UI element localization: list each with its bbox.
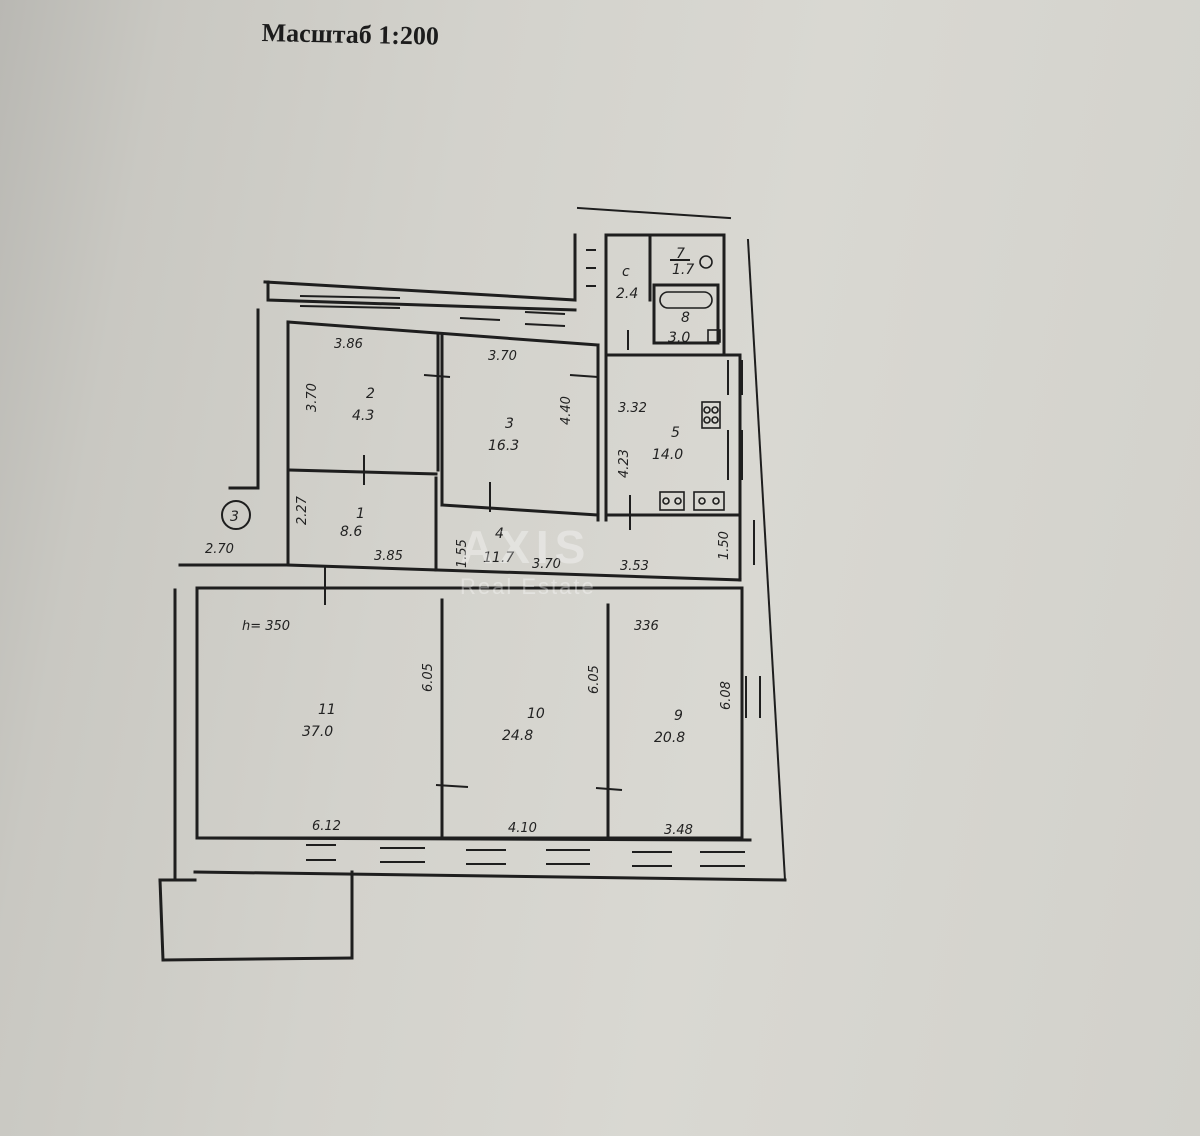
dimension: 3.70 — [532, 557, 561, 572]
stove-icon — [701, 401, 721, 429]
room-area: 20.8 — [654, 730, 685, 746]
room-number: с — [622, 264, 630, 280]
room-area: 14.0 — [652, 447, 683, 463]
door-marks — [324, 259, 690, 791]
dimension: 4.40 — [559, 396, 574, 425]
room-labels: 2 4.3 3 16.3 1 8.6 4 11.7 5 14.0 с 2.4 7… — [302, 246, 694, 746]
toilet-icon — [699, 255, 713, 269]
windows — [299, 249, 761, 867]
dimension: 2.27 — [295, 495, 310, 525]
room-number: 11 — [318, 702, 336, 718]
room-number: 10 — [527, 706, 545, 722]
section-marker: 3 — [221, 500, 251, 530]
bathtub-icon — [659, 291, 713, 309]
dimension: 1.55 — [455, 539, 470, 568]
dimension: 3.48 — [664, 823, 693, 838]
dimension: 6.05 — [587, 665, 602, 694]
dimension: 3.86 — [334, 337, 363, 352]
dimension: 3.70 — [305, 383, 320, 412]
washbasin-icon — [707, 329, 721, 343]
dimension: 4.23 — [617, 449, 632, 478]
room-area: 11.7 — [483, 550, 514, 566]
dimension: 6.05 — [421, 663, 436, 692]
dimension: 2.70 — [205, 542, 234, 557]
room-number: 7 — [676, 246, 685, 262]
dimension: 1.50 — [717, 531, 732, 560]
dimension: 3.70 — [488, 349, 517, 364]
room-area: 1.7 — [672, 262, 694, 278]
dimension: 4.10 — [508, 821, 537, 836]
dimension-labels: 3.86 3.70 3.70 4.40 3.32 4.23 2.27 2.70 … — [205, 337, 734, 838]
svg-text:3: 3 — [230, 509, 239, 525]
dimension: 6.08 — [719, 681, 734, 710]
dimension: 336 — [634, 619, 659, 634]
room-number: 9 — [674, 708, 683, 724]
dimension: 3.53 — [620, 559, 649, 574]
fixtures — [659, 255, 725, 511]
room-number: 4 — [495, 526, 504, 542]
dimension: 6.12 — [312, 819, 341, 834]
height-note: h= 350 — [242, 619, 290, 634]
room-number: 2 — [366, 386, 375, 402]
dimension: 3.85 — [374, 549, 403, 564]
room-area: 16.3 — [488, 438, 519, 454]
walls — [158, 206, 787, 962]
room-area: 8.6 — [340, 524, 362, 540]
stove-icon — [693, 491, 725, 511]
room-area: 2.4 — [616, 286, 638, 302]
room-area: 24.8 — [502, 728, 533, 744]
room-number: 1 — [356, 506, 365, 522]
dimension: 3.32 — [618, 401, 647, 416]
room-area: 37.0 — [302, 724, 333, 740]
room-number: 8 — [681, 310, 690, 326]
room-number: 3 — [505, 416, 514, 432]
sink-icon — [659, 491, 685, 511]
room-area: 4.3 — [352, 408, 374, 424]
room-area: 3.0 — [668, 330, 690, 346]
room-number: 5 — [671, 425, 680, 441]
